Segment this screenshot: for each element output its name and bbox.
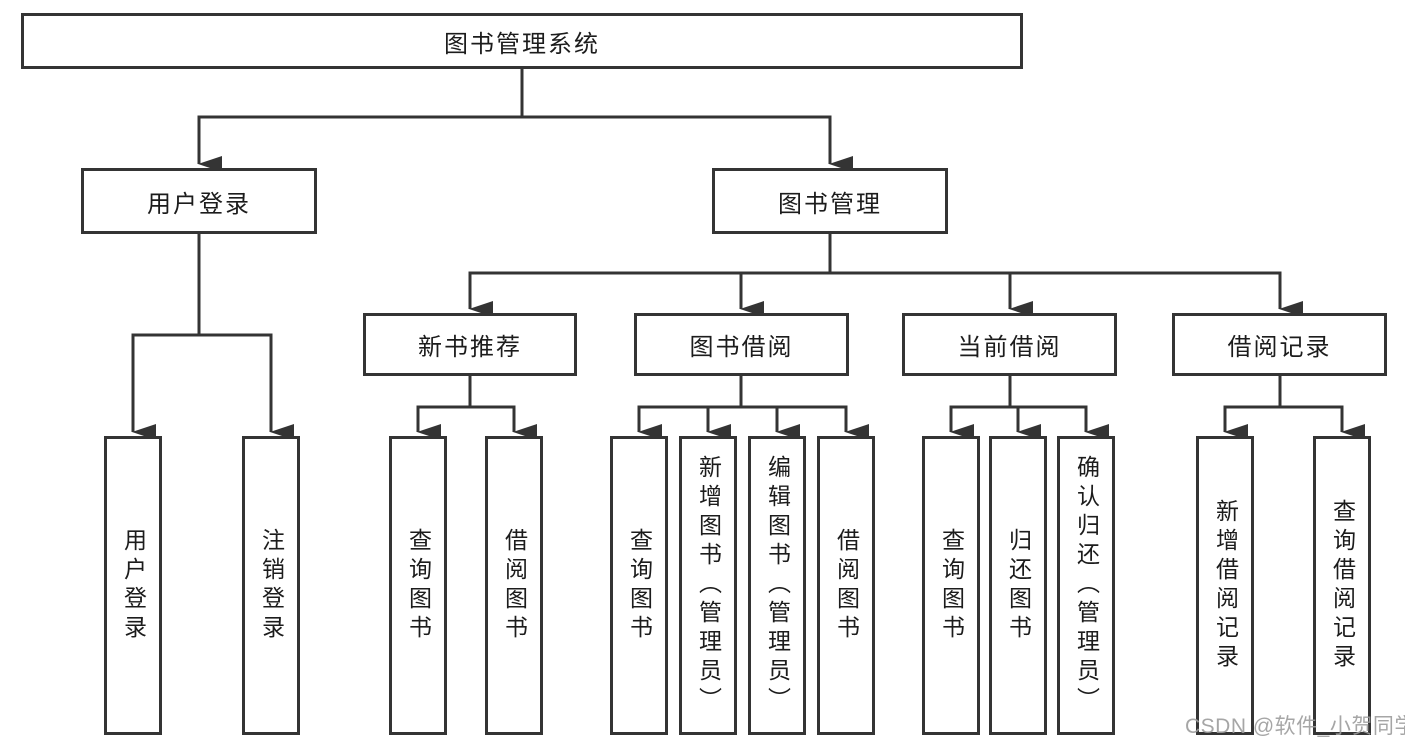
node-current-borrow: 当前借阅 [902, 313, 1117, 376]
node-book-management: 图书管理 [712, 168, 948, 234]
node-user-login: 用户登录 [81, 168, 317, 234]
level2-connectors [197, 69, 853, 172]
node-root-system: 图书管理系统 [21, 13, 1023, 69]
leaf-logout-login: 注销登录 [242, 436, 300, 735]
leaf-query-book-recommend: 查询图书 [389, 436, 447, 735]
leaf-query-borrow-record: 查询借阅记录 [1313, 436, 1371, 735]
node-new-book-recommend: 新书推荐 [363, 313, 577, 376]
node-borrow-records: 借阅记录 [1172, 313, 1387, 376]
csdn-watermark: CSDN @软件_小贺同学 [1185, 715, 1405, 738]
leaf-edit-book-admin: 编辑图书（管理员） [748, 436, 806, 735]
user-login-subtree-connectors [131, 234, 294, 440]
leaf-return-book: 归还图书 [989, 436, 1047, 735]
leaf-borrow-book: 借阅图书 [817, 436, 875, 735]
leaf-user-login: 用户登录 [104, 436, 162, 735]
leaf-add-borrow-record: 新增借阅记录 [1196, 436, 1254, 735]
leaf-query-book-current: 查询图书 [922, 436, 980, 735]
leaf-add-book-admin: 新增图书（管理员） [679, 436, 737, 735]
leaf-confirm-return-admin: 确认归还（管理员） [1057, 436, 1115, 735]
current-borrow-connectors [949, 376, 1109, 440]
new-book-recommend-connectors [416, 376, 537, 440]
book-borrow-connectors [637, 376, 869, 440]
book-management-subtree-connectors [468, 234, 1303, 317]
leaf-query-book-borrow: 查询图书 [610, 436, 668, 735]
node-book-borrow: 图书借阅 [634, 313, 849, 376]
leaf-borrow-book-recommend: 借阅图书 [485, 436, 543, 735]
borrow-records-connectors [1223, 376, 1365, 440]
